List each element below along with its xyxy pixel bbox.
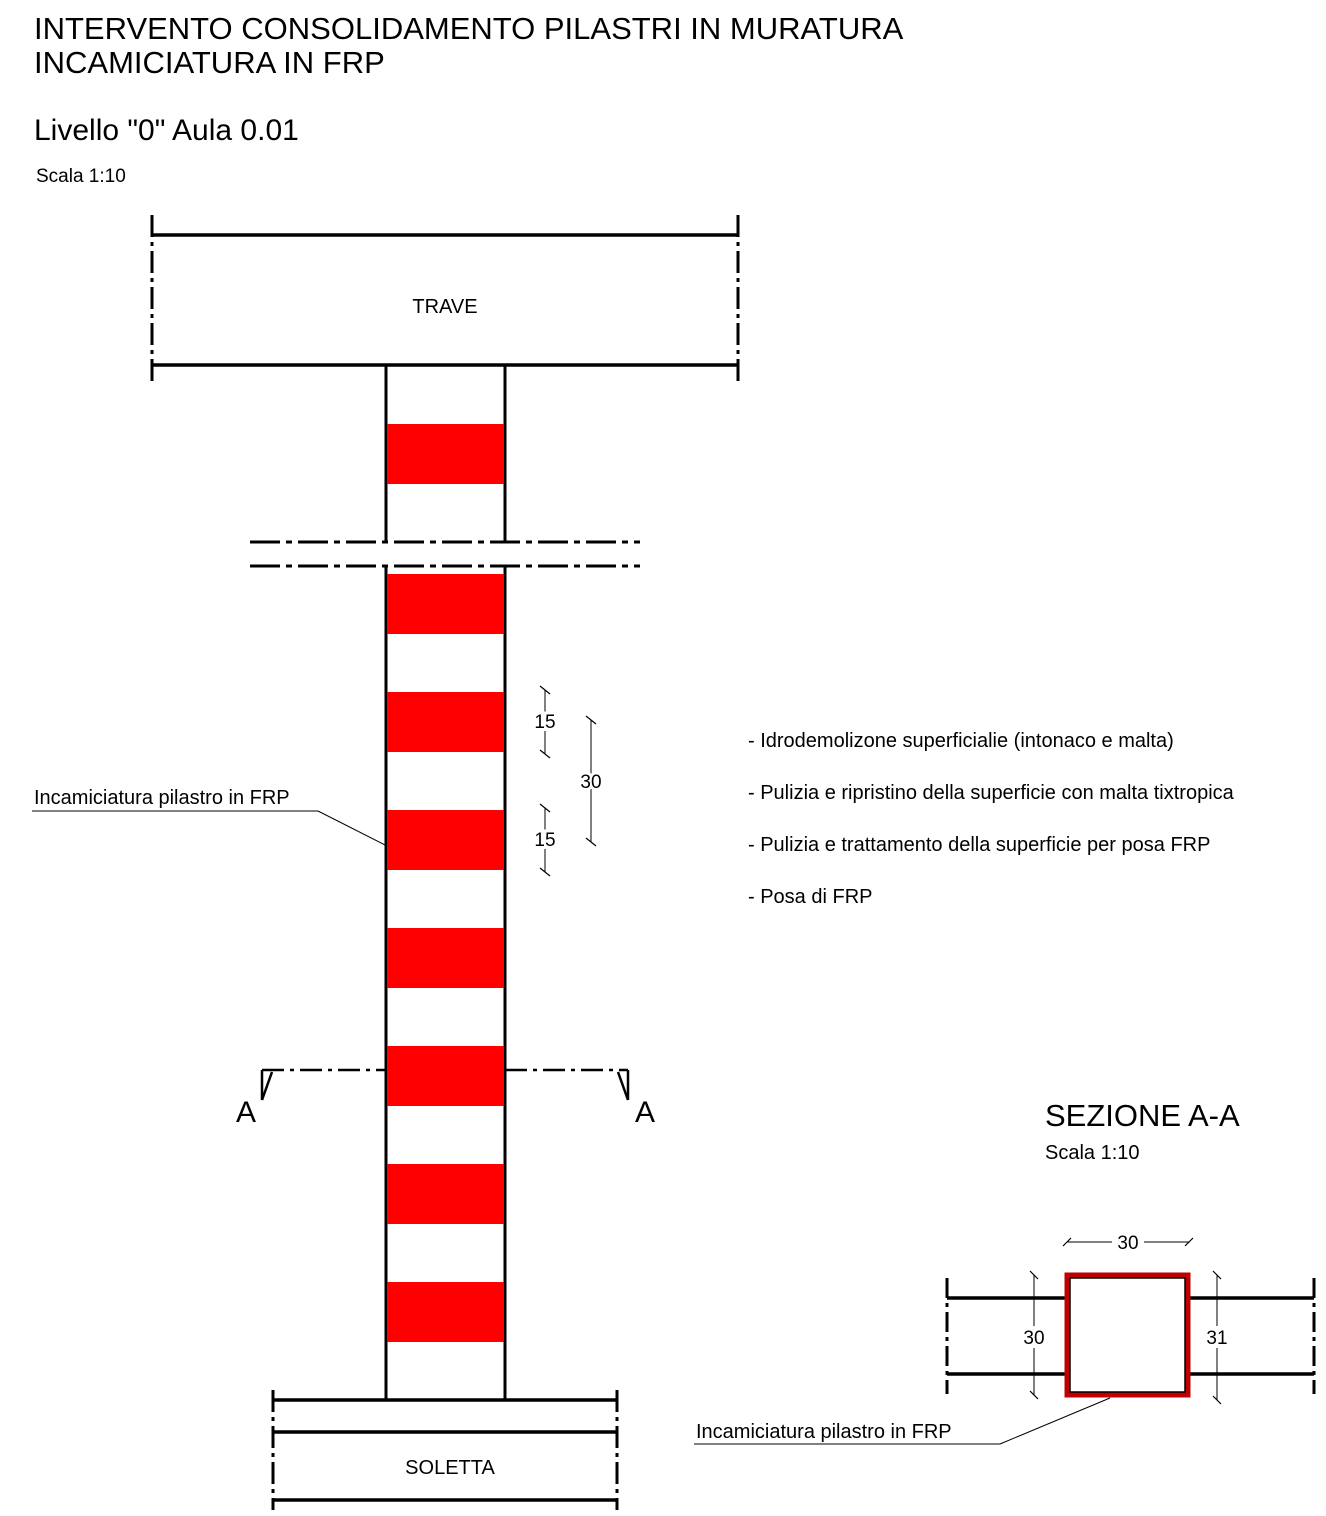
beam-label: TRAVE	[412, 296, 477, 318]
section-dim-top: 30	[1117, 1233, 1138, 1254]
frp-band	[387, 1164, 504, 1224]
svg-text:15: 15	[534, 712, 555, 733]
scale-label: Scala 1:10	[36, 166, 126, 187]
section-scale: Scala 1:10	[1045, 1142, 1140, 1164]
frp-jacket-section	[1064, 1272, 1191, 1398]
frp-band	[387, 810, 504, 870]
slab: SOLETTA	[271, 1390, 619, 1510]
frp-band	[387, 1282, 504, 1342]
section-marker-right: A	[635, 1096, 655, 1129]
frp-band	[387, 1046, 504, 1106]
frp-bands	[387, 424, 504, 1342]
note-item: - Pulizia e ripristino della superficie …	[748, 782, 1234, 804]
svg-text:30: 30	[580, 772, 601, 793]
frp-band	[387, 928, 504, 988]
level-label: Livello "0" Aula 0.01	[34, 114, 299, 147]
section-cut-line: A A	[236, 1068, 655, 1129]
section-dim-left: 30	[1023, 1328, 1044, 1349]
column-upper	[384, 365, 507, 542]
break-lines	[250, 540, 640, 568]
note-item: - Pulizia e trattamento della superficie…	[748, 834, 1211, 856]
drawing-title-line2: INCAMICIATURA IN FRP	[34, 45, 385, 80]
dim-band-label: 15	[534, 712, 555, 733]
frp-band	[387, 692, 504, 752]
section-title: SEZIONE A-A	[1045, 1098, 1240, 1133]
frp-band	[387, 424, 504, 484]
section-aa-drawing: 30 30 31 Incamiciatura pilastro in FRP	[694, 1230, 1316, 1445]
dim-band-label-2: 15	[534, 830, 555, 851]
section-marker-left: A	[236, 1096, 256, 1129]
intervention-notes: - Idrodemolizone superficialie (intonaco…	[748, 728, 1234, 936]
column-lower	[384, 566, 507, 1400]
slab-label: SOLETTA	[405, 1457, 495, 1479]
section-dim-right: 31	[1206, 1328, 1227, 1349]
frp-callout-label: Incamiciatura pilastro in FRP	[34, 787, 290, 809]
dim-pitch-label: 30	[580, 772, 601, 793]
svg-text:15: 15	[534, 830, 555, 851]
drawing-title-line1: INTERVENTO CONSOLIDAMENTO PILASTRI IN MU…	[34, 11, 904, 46]
beam: TRAVE	[150, 215, 740, 383]
band-dimensions: 15 15 15 15 30 30	[531, 685, 605, 877]
section-frp-callout: Incamiciatura pilastro in FRP	[696, 1421, 952, 1443]
note-item: - Idrodemolizone superficialie (intonaco…	[748, 730, 1174, 752]
frp-band	[387, 574, 504, 634]
note-item: - Posa di FRP	[748, 886, 873, 908]
frp-callout-elevation: Incamiciatura pilastro in FRP	[32, 787, 388, 847]
